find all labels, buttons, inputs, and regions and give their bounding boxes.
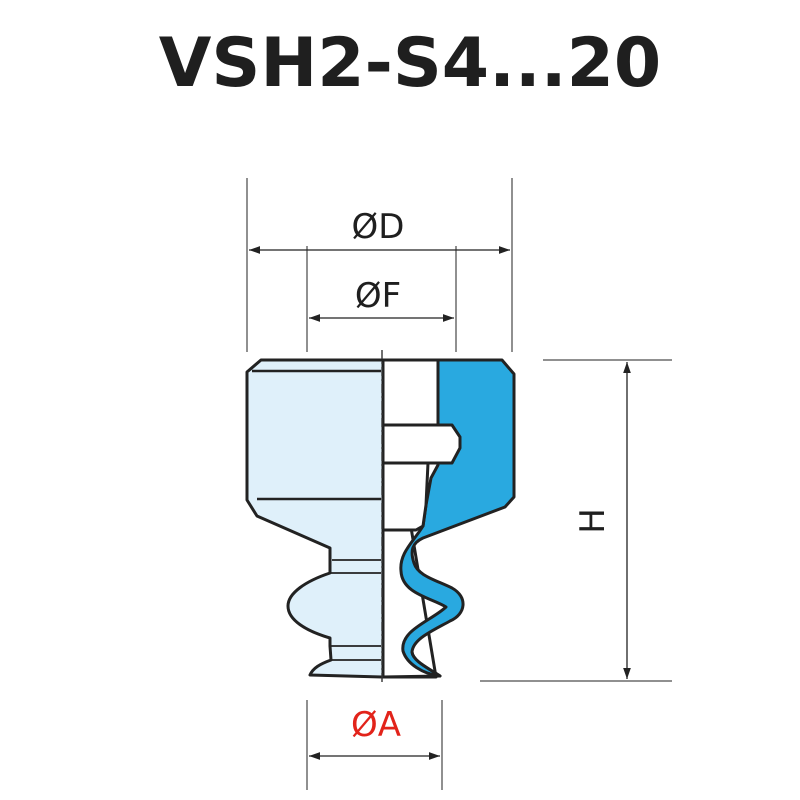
label-outer-diameter: ØD	[352, 207, 405, 247]
label-suction-diameter: ØA	[351, 705, 401, 745]
extension-lines	[246, 178, 672, 790]
label-flange-diameter: ØF	[355, 276, 401, 316]
label-height: H	[573, 508, 613, 534]
model-title: VSH2-S4...20	[159, 24, 661, 103]
cup-cross-section	[381, 358, 516, 679]
cup-exterior-view	[245, 358, 385, 679]
